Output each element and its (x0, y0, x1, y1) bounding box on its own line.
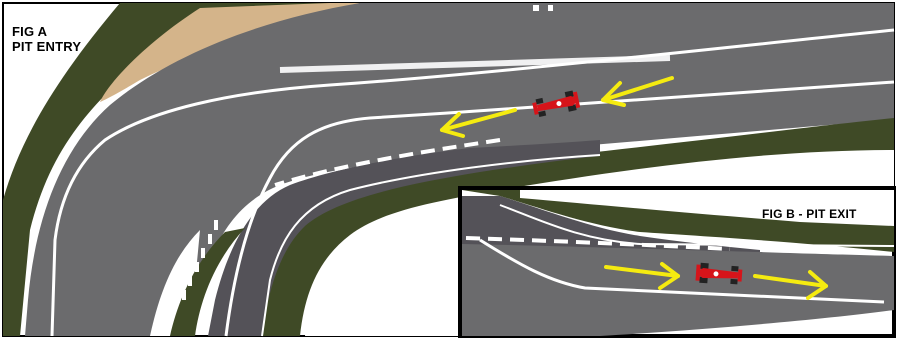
fig-a-caption-line1: FIG A (12, 24, 81, 39)
kerb-mark (548, 5, 553, 11)
fig-b-caption: FIG B - PIT EXIT (762, 207, 857, 222)
fig-a-caption-line2: PIT ENTRY (12, 39, 81, 54)
fig-a-caption: FIG A PIT ENTRY (12, 24, 81, 54)
kerb-mark (533, 5, 539, 11)
